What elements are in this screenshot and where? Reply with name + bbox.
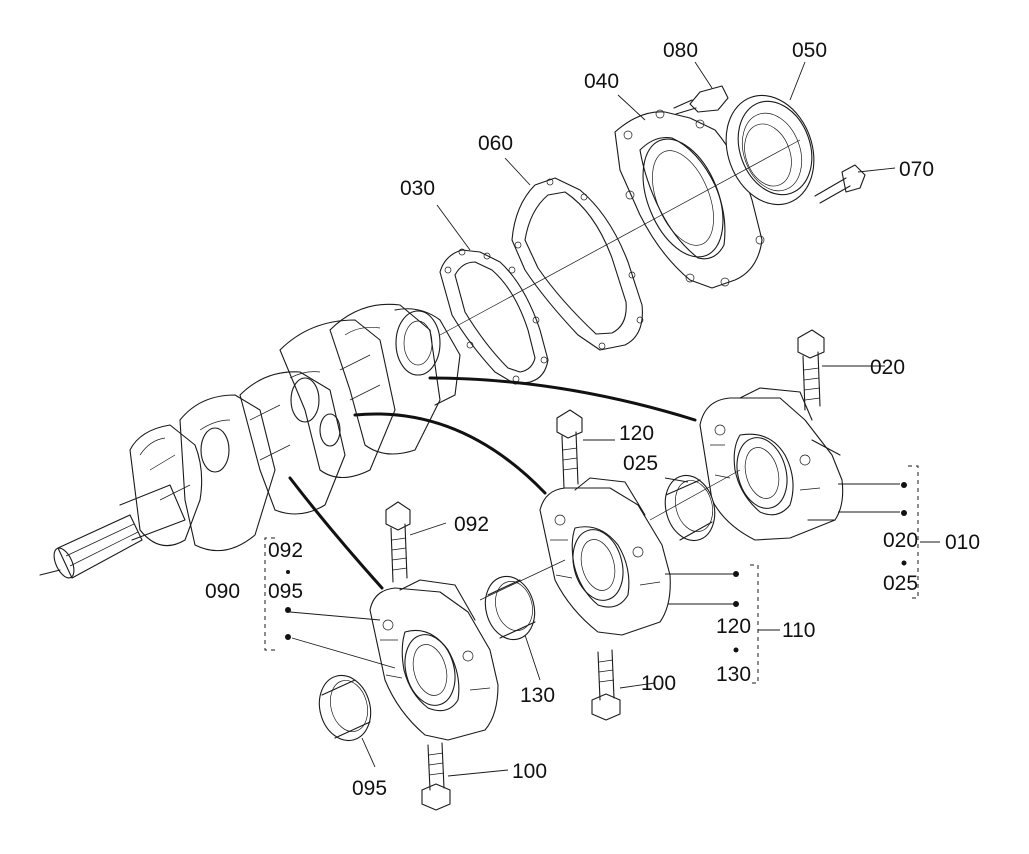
label-092-range: 092 — [268, 539, 303, 562]
bolt-080 — [673, 85, 729, 115]
bolt-120 — [556, 409, 583, 489]
leader-lines — [289, 61, 940, 777]
bolt-092 — [385, 501, 411, 583]
label-080: 080 — [663, 39, 698, 62]
label-030: 030 — [400, 177, 435, 200]
bolt-070 — [814, 164, 866, 204]
label-020-bolt: 020 — [870, 356, 905, 379]
center-lines — [439, 139, 801, 601]
gasket-030 — [439, 248, 549, 385]
label-020-range: 020 — [883, 529, 918, 552]
callout-labels: 030 060 040 080 050 070 020 120 025 092 … — [205, 39, 980, 800]
bolt-020 — [797, 329, 825, 411]
bearing-025-right — [664, 474, 716, 542]
bolt-100-lower — [421, 742, 451, 811]
label-050: 050 — [792, 39, 827, 62]
seal-060 — [511, 177, 644, 351]
bearing-130 — [484, 575, 536, 641]
bearing-case-090 — [369, 579, 499, 741]
label-100-lower: 100 — [512, 760, 547, 783]
label-025-bearing: 025 — [623, 452, 658, 475]
label-130-bearing: 130 — [520, 684, 555, 707]
bracket-dots — [285, 482, 907, 653]
label-070: 070 — [899, 158, 934, 181]
group-brackets — [264, 465, 919, 684]
bolt-100-middle — [591, 649, 621, 721]
label-095-range: 095 — [268, 580, 303, 603]
label-100-middle: 100 — [641, 672, 676, 695]
label-092-bolt: 092 — [454, 513, 489, 536]
label-095-bearing: 095 — [352, 777, 387, 800]
label-025-range: 025 — [883, 572, 918, 595]
bearing-095 — [318, 674, 372, 742]
bearing-case-110 — [539, 477, 671, 636]
label-040: 040 — [584, 70, 619, 93]
bearing-case-010 — [699, 387, 844, 541]
oil-seal-050 — [725, 94, 815, 206]
label-130-range: 130 — [716, 663, 751, 686]
label-120-bolt: 120 — [619, 422, 654, 445]
label-120-range: 120 — [716, 615, 751, 638]
assembly-arrows — [288, 376, 697, 590]
housing-040 — [614, 109, 765, 289]
label-090: 090 — [205, 580, 240, 603]
label-110: 110 — [782, 619, 815, 642]
label-010: 010 — [945, 531, 980, 554]
label-060: 060 — [478, 132, 513, 155]
crankshaft — [39, 303, 461, 579]
